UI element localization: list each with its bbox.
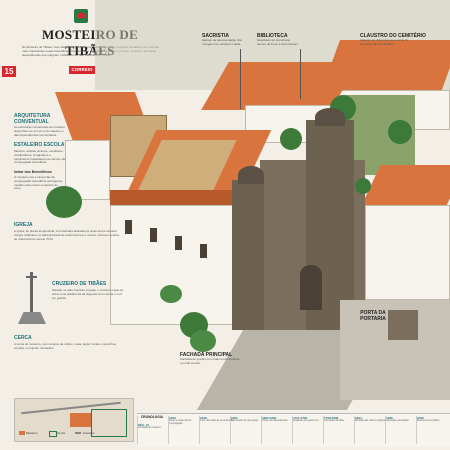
cerca-text: A cerca do mosteiro, com campos de culti… <box>14 342 117 350</box>
sub-label: Imitar dos Beneditinos <box>14 170 52 174</box>
sacristia-text: Espaço de paramentação dos monges com ar… <box>202 38 242 46</box>
timeline-heading: CRONOLOGIA <box>141 415 163 419</box>
intro-text: Do Mosteiro de Tibães, hoje classificado… <box>22 45 159 58</box>
monastery-logo-icon <box>74 9 88 23</box>
biblioteca-heading: BIBLIOTECA <box>257 33 288 39</box>
map-legend-cerca: Cerca <box>57 431 66 435</box>
fachada-text: Fachada de granito com duas torres sinei… <box>180 357 240 365</box>
map-legend-mosteiro: Mosteiro <box>26 431 38 435</box>
fachada-heading: FACHADA PRINCIPAL <box>180 352 233 358</box>
igreja-heading: IGREJA <box>14 222 33 228</box>
site-map: Mosteiro Cerca Acessos <box>14 398 134 442</box>
igreja-text: A igreja, de planta longitudinal, com fa… <box>14 229 120 241</box>
cruzeiro-text: Situado no adro fronteiro à igreja, o cr… <box>52 288 124 300</box>
brand-badge: CORREIO <box>69 66 95 74</box>
cerca-heading: CERCA <box>14 335 32 341</box>
arquitetura-text: As estruturas conventuais do mosteiro di… <box>14 125 66 137</box>
biblioteca-text: Guardava um importante acervo de livros … <box>257 38 299 46</box>
page-number: 15 <box>2 66 16 77</box>
sub-text: O mosteiro era a casa-mãe da congregação… <box>14 175 63 191</box>
claustro-heading: CLAUSTRO DO CEMITÉRIO <box>360 33 426 39</box>
timeline <box>137 413 450 447</box>
claustro-text: Claustro de dois pisos que serviu de cem… <box>360 38 409 46</box>
map-legend-acessos: Acessos <box>83 431 95 435</box>
estaleiro-text: Mestres, artistas pintores, escultores, … <box>14 149 66 165</box>
arquitetura-heading: ARQUITETURA CONVENTUAL <box>14 113 51 125</box>
cruzeiro-heading: CRUZEIRO DE TIBÃES <box>52 281 107 287</box>
portaria-heading: PORTA DA PORTARIA <box>360 310 386 322</box>
estaleiro-heading: ESTALEIRO ESCOLA <box>14 142 65 148</box>
sacristia-heading: SACRISTIA <box>202 33 229 39</box>
